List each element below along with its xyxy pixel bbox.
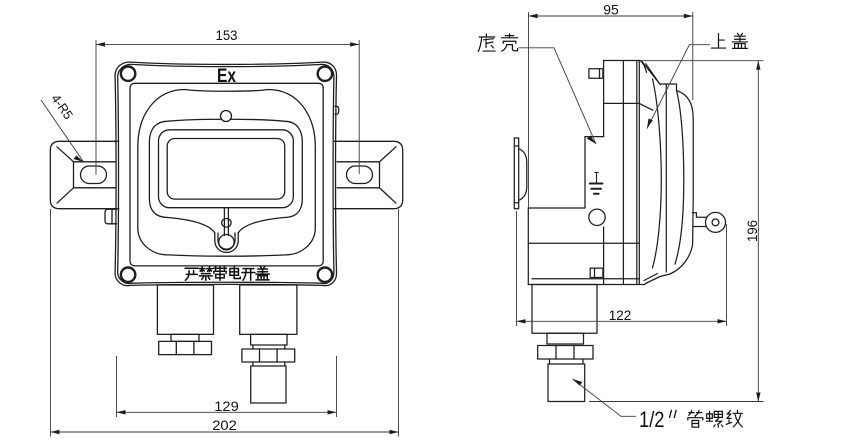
svg-text:122: 122 (609, 308, 632, 323)
svg-text:196: 196 (745, 220, 760, 242)
svg-text:153: 153 (216, 28, 238, 43)
svg-text:1/2: 1/2 (639, 407, 665, 432)
svg-text:129: 129 (214, 399, 239, 414)
svg-text:Ex: Ex (217, 66, 236, 87)
svg-text:202: 202 (212, 418, 237, 433)
svg-text:95: 95 (603, 3, 619, 18)
